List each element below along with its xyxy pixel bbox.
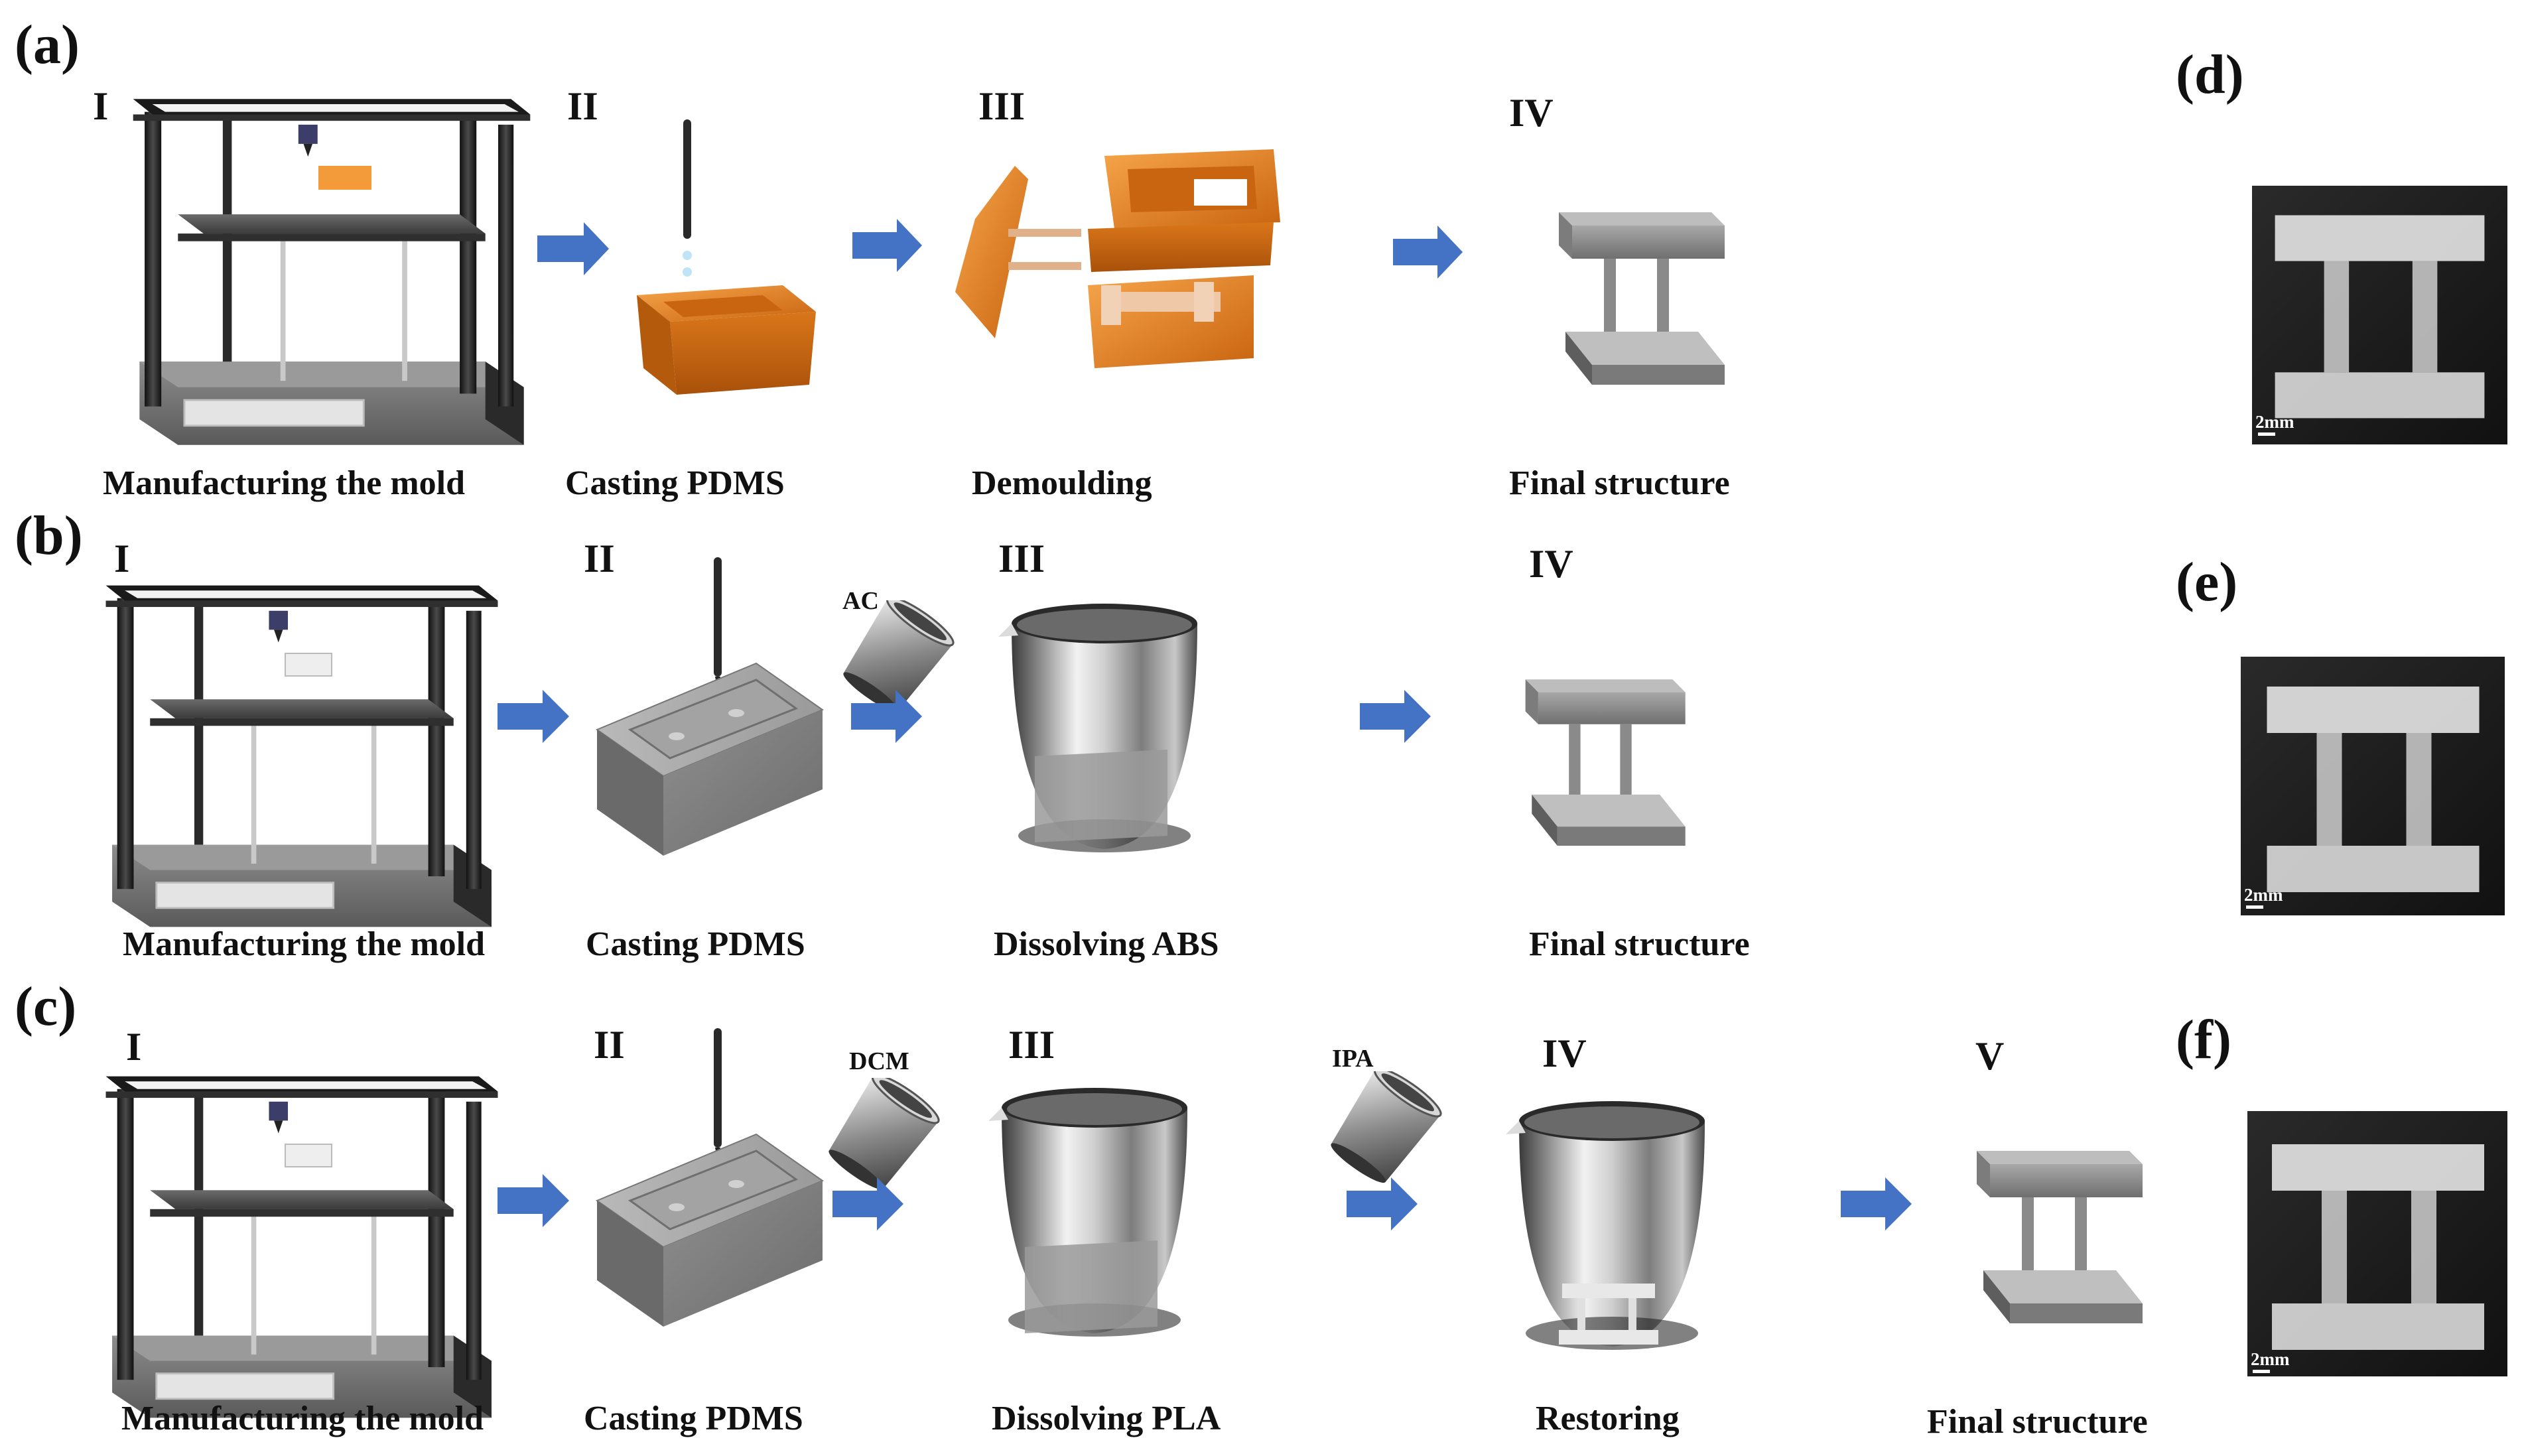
panel-label-b: (b): [15, 505, 83, 566]
photo-f: (f) 2mm: [2176, 1009, 2507, 1376]
scale-bar-e-line: [2246, 905, 2263, 909]
arrow-icon: [537, 222, 609, 275]
arrow-icon: [1347, 1177, 1418, 1230]
step-a4-caption: Final structure: [1509, 464, 1730, 502]
pdms-block-submerged: [1025, 1240, 1158, 1333]
step-c3-roman: III: [1008, 1023, 1055, 1067]
arrow-icon: [832, 1177, 903, 1230]
step-c3-caption: Dissolving PLA: [992, 1400, 1221, 1437]
step-b3-caption: Dissolving ABS: [994, 925, 1219, 963]
solvent-ac-label: AC: [842, 587, 879, 615]
step-c5-roman: V: [1975, 1034, 2004, 1078]
final-structure-icon: [1559, 212, 1725, 385]
printer-icon: [132, 98, 531, 446]
step-c2-caption: Casting PDMS: [584, 1400, 803, 1437]
scale-bar-d-line: [2258, 432, 2275, 436]
panel-label-f: (f): [2176, 1009, 2231, 1071]
final-structure-icon: [1525, 679, 1686, 846]
pour-cup-icon: [821, 1078, 941, 1191]
photo-e: (e) 2mm: [2176, 551, 2505, 915]
scale-bar-e: 2mm: [2244, 885, 2283, 905]
step-b4-roman: IV: [1529, 542, 1573, 586]
orange-print-icon: [318, 166, 371, 190]
pdms-block-icon: [596, 557, 824, 857]
scale-bar-f: 2mm: [2251, 1349, 2290, 1369]
pdms-block-submerged: [1035, 750, 1167, 842]
photo-d: (d) 2mm: [2176, 44, 2507, 444]
printer-icon: [105, 1075, 499, 1419]
white-print-icon: [285, 653, 332, 677]
white-print-icon: [285, 1144, 332, 1167]
arrow-icon: [852, 219, 922, 272]
orange-mold-casting-icon: [637, 119, 816, 395]
final-structure-icon: [1977, 1151, 2143, 1323]
step-c4-roman: IV: [1542, 1031, 1587, 1075]
solvent-ipa-label: IPA: [1332, 1045, 1374, 1073]
solvent-dcm-label: DCM: [849, 1047, 909, 1075]
row-c: (c) I Manufacturing the mold II Casting …: [15, 976, 2148, 1441]
step-c1-caption: Manufacturing the mold: [121, 1400, 484, 1437]
step-b1-roman: I: [114, 537, 129, 580]
step-c5-caption: Final structure: [1927, 1403, 2148, 1441]
step-a2-caption: Casting PDMS: [565, 464, 785, 502]
row-a: (a) I Manufacturing the mold II Casting …: [15, 14, 1730, 502]
demoulding-icon: [955, 149, 1280, 368]
arrow-icon: [1393, 226, 1463, 279]
step-b1-caption: Manufacturing the mold: [123, 925, 485, 963]
arrow-icon: [498, 690, 569, 743]
row-b: (b) I Manufacturing the mold II Casting …: [15, 505, 1750, 963]
arrow-icon: [851, 690, 922, 743]
scale-bar-f-line: [2253, 1370, 2270, 1373]
scale-bar-d: 2mm: [2255, 412, 2294, 432]
step-c4-caption: Restoring: [1536, 1400, 1680, 1437]
printer-icon: [105, 584, 499, 928]
step-b2-caption: Casting PDMS: [586, 925, 805, 963]
arrow-icon: [1360, 690, 1431, 743]
arrow-icon: [1841, 1177, 1912, 1230]
step-a1-caption: Manufacturing the mold: [103, 464, 465, 502]
step-b4-caption: Final structure: [1529, 925, 1750, 963]
panel-label-a: (a): [15, 14, 80, 76]
step-b2-roman: II: [584, 537, 615, 580]
pour-cup-icon: [1323, 1071, 1443, 1184]
panel-label-d: (d): [2176, 44, 2244, 105]
restored-structure-icon: [1559, 1284, 1658, 1345]
step-b3-roman: III: [998, 537, 1045, 580]
step-a2-roman: II: [567, 84, 598, 128]
panel-label-e: (e): [2176, 551, 2237, 613]
pdms-block-icon: [596, 1028, 824, 1328]
step-a3-roman: III: [978, 84, 1025, 128]
step-c1-roman: I: [126, 1025, 141, 1069]
panel-label-c: (c): [15, 976, 76, 1037]
step-c2-roman: II: [594, 1023, 625, 1067]
step-a4-roman: IV: [1509, 91, 1554, 135]
step-a1-roman: I: [93, 84, 108, 128]
step-a3-caption: Demoulding: [972, 464, 1152, 502]
arrow-icon: [498, 1174, 569, 1227]
beaker-restoring-icon: [1506, 1101, 1705, 1350]
